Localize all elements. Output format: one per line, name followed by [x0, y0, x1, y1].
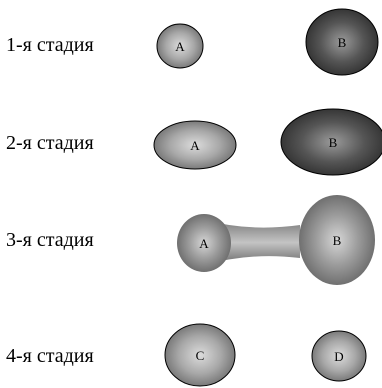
stage-2-label: 2-я стадия — [6, 132, 94, 154]
stage-2-blob-a-label: A — [190, 138, 200, 153]
stage-4-blob-d: D — [311, 330, 367, 382]
stage-1-blob-b: B — [305, 8, 379, 76]
stage-3-blob-b-label: B — [333, 233, 342, 248]
stage-4-blob-c-label: C — [196, 348, 205, 363]
stage-4-label: 4-я стадия — [6, 345, 94, 367]
stage-2-blob-b: B — [280, 108, 382, 176]
stage-1-blob-a-label: A — [175, 39, 185, 54]
stage-1-blob-a: A — [156, 23, 204, 69]
stage-2-blob-b-label: B — [329, 135, 338, 150]
stage-1-blob-b-label: B — [338, 35, 347, 50]
stage-3-blob-a-label: A — [199, 236, 209, 251]
stage-2-blob-a: A — [153, 120, 237, 170]
stage-3-merge: A B — [177, 195, 375, 285]
stage-1-label: 1-я стадия — [6, 34, 94, 56]
stage-4-blob-c: C — [164, 323, 236, 387]
stage-4-blob-d-label: D — [334, 349, 343, 364]
stage-3-label: 3-я стадия — [6, 229, 94, 251]
